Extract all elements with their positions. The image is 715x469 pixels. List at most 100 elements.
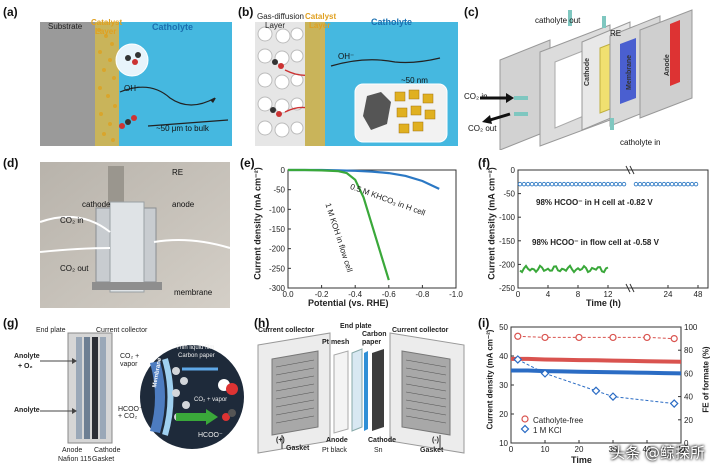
h-minus: (-) xyxy=(432,437,439,444)
e-x-tick-label: 0.0 xyxy=(282,290,294,299)
h-anode: Anode xyxy=(326,437,348,444)
i-fe-point-catholyte-free xyxy=(609,333,617,342)
i-yl-tick-label: 50 xyxy=(499,323,508,332)
oh-b-label: OH⁻ xyxy=(338,52,355,61)
i-fe-point-kcl xyxy=(513,355,523,364)
cathode-label: Cathode xyxy=(584,58,591,86)
panel-b: (b) Gas-diffusion Layer Catalyst Layer C… xyxy=(235,0,460,150)
f-point-hcell xyxy=(557,181,563,187)
e-y-tick-label: -250 xyxy=(269,264,286,273)
i-fe-point-catholyte-free xyxy=(514,332,522,340)
catalyst-b-label-2: Layer xyxy=(309,21,331,30)
g-cathode: Cathode xyxy=(94,447,121,454)
f-point-hcell xyxy=(637,181,643,187)
e-x-tick-label: -0.2 xyxy=(315,290,329,299)
e-x-tick-label: -0.8 xyxy=(416,290,430,299)
i-x-tick-label: 40 xyxy=(643,445,652,454)
g-hcoo-co2: HCOO⁻ xyxy=(118,406,143,413)
i-fe-point-catholyte-free xyxy=(670,335,678,343)
f-point-hcell xyxy=(645,181,651,187)
f-point-hcell xyxy=(573,181,579,187)
watermark: 头条 @鲸探所 xyxy=(610,444,705,462)
f-x-tick-label: 24 xyxy=(664,290,673,299)
f-axis-break xyxy=(629,283,635,293)
f-point-hcell xyxy=(657,181,663,187)
panel-g: (g) End plate Current collector Anolyte … xyxy=(0,313,245,469)
h-plus: (+) xyxy=(276,437,285,444)
e-y-tick-label: -200 xyxy=(269,245,286,254)
f-x-tick-label: 8 xyxy=(576,290,581,299)
i-fe-point-kcl xyxy=(591,386,601,396)
panel-i-label: (i) xyxy=(478,316,490,330)
f-point-hcell xyxy=(593,181,599,187)
i-x-tick-label: 20 xyxy=(575,445,584,454)
f-point-hcell xyxy=(605,181,611,187)
e-axes-frame xyxy=(287,169,457,289)
f-y-tick-label: 0 xyxy=(511,166,516,175)
f-x-tick-label: 0 xyxy=(516,290,521,299)
f-point-hcell xyxy=(649,181,655,187)
e-y-tick-label: -300 xyxy=(269,284,286,293)
i-legend-2: 1 M KCl xyxy=(533,426,562,435)
panel-c: (c) catholyte out RE CO₂ in CO₂ out Cath… xyxy=(460,0,715,150)
f-axis-break xyxy=(629,165,635,175)
f-point-hcell xyxy=(581,181,587,187)
i-yr-tick-label: 100 xyxy=(684,323,698,332)
anode-label: Anode xyxy=(664,54,671,76)
catholyte-label: Catholyte xyxy=(152,22,194,32)
f-y-tick-label: -200 xyxy=(499,260,516,269)
f-point-hcell xyxy=(621,181,627,187)
f-y-tick-label: -50 xyxy=(503,190,515,199)
f-point-hcell xyxy=(537,181,543,187)
i-ylabel-right: FE of formate (%) xyxy=(701,346,711,413)
panel-d: (d) RE cathode anode CO₂ in CO₂ out memb… xyxy=(0,152,235,310)
h-sn: Sn xyxy=(374,447,383,454)
f-point-hcell xyxy=(577,181,583,187)
e-xlabel: Potential (vs. RHE) xyxy=(308,298,389,308)
h-paper: paper xyxy=(362,339,382,346)
g-current-collector: Current collector xyxy=(96,327,148,334)
h-carbon: Carbon xyxy=(362,331,387,338)
substrate-label: Substrate xyxy=(48,22,83,31)
h-pt-black: Pt black xyxy=(322,447,347,454)
f-point-hcell xyxy=(585,181,591,187)
g-end-plate: End plate xyxy=(36,327,66,334)
i-yr-tick-label: 40 xyxy=(684,393,693,402)
f-point-hcell xyxy=(609,181,615,187)
f-point-hcell xyxy=(545,181,551,187)
panel-c-illustration xyxy=(480,9,693,150)
e-x-tick-label: -1.0 xyxy=(449,290,463,299)
g-vapor: vapor xyxy=(120,361,138,368)
i-x-tick-label: 30 xyxy=(609,445,618,454)
g-o2: + O₂ xyxy=(18,363,33,370)
f-x-tick-label: 48 xyxy=(694,290,703,299)
panel-h-illustration xyxy=(257,332,465,454)
f-point-hcell xyxy=(525,181,531,187)
e-y-tick-label: -50 xyxy=(273,186,285,195)
h-current-collector-left: Current collector xyxy=(258,327,315,334)
f-point-hcell xyxy=(661,181,667,187)
f-series-flowcell xyxy=(519,264,609,274)
i-current-line-1 xyxy=(511,356,682,364)
i-yr-tick-label: 80 xyxy=(684,346,693,355)
f-axis-break xyxy=(625,165,631,175)
panel-a: (a) Substrate Catalyst Layer Catholyte O… xyxy=(0,0,235,150)
f-y-tick-label: -150 xyxy=(499,237,516,246)
f-point-hcell xyxy=(665,181,671,187)
membrane-d-label: membrane xyxy=(174,288,213,297)
re-label: RE xyxy=(610,29,622,38)
i-ylabel-left: Current density (mA cm⁻²) xyxy=(485,329,495,430)
i-fe-point-catholyte-free xyxy=(643,333,651,342)
i-yl-tick-label: 30 xyxy=(499,381,508,390)
f-point-hcell xyxy=(569,181,575,187)
e-series-line-2 xyxy=(288,168,390,281)
f-point-hcell xyxy=(693,181,699,187)
panel-h: (h) Current collector End plate Pt mesh … xyxy=(252,313,472,469)
panel-a-illustration xyxy=(40,22,232,146)
g-anolyte: Anolyte xyxy=(14,407,40,414)
i-legend-marker-2 xyxy=(520,424,530,434)
f-point-hcell xyxy=(533,181,539,187)
e-x-tick-label: -0.6 xyxy=(382,290,396,299)
catalyst-label-2: Layer xyxy=(95,27,117,36)
